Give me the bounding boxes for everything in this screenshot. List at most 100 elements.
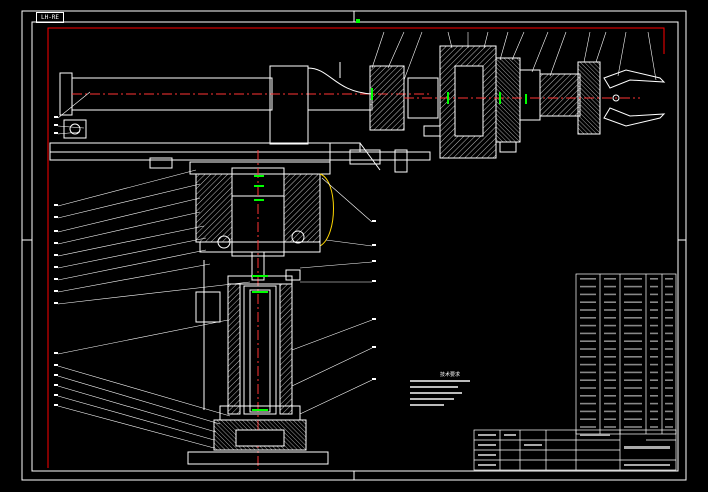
parts-row-text-bar	[650, 356, 658, 358]
parts-row-text-bar	[624, 317, 642, 319]
parts-row-text-bar	[604, 278, 616, 280]
parts-row-text-bar	[650, 332, 658, 335]
leader-lines-left	[57, 91, 251, 449]
parts-row-text-bar	[624, 402, 642, 405]
parts-row-text-bar	[580, 371, 596, 374]
parts-row-text-bar	[665, 418, 673, 420]
parts-row-text-bar	[624, 418, 642, 420]
parts-row-text-bar	[665, 285, 673, 288]
parts-row-text-bar	[665, 426, 673, 428]
parts-row-text-bar	[665, 348, 673, 350]
parts-row-text-bar	[624, 301, 642, 303]
parts-row-text-bar	[580, 387, 596, 389]
parts-row-text-bar	[604, 356, 616, 358]
parts-row-text-bar	[650, 395, 658, 397]
parts-row-text-bar	[580, 395, 596, 397]
parts-row-text-bar	[665, 278, 673, 280]
tech-notes-heading: 技术要求	[440, 371, 460, 378]
parts-row-text-bar	[650, 363, 658, 366]
parts-row-text-bar	[604, 348, 616, 350]
parts-row-text-bar	[650, 301, 658, 303]
parts-row-text-bar	[665, 410, 673, 413]
parts-row-text-bar	[624, 332, 642, 335]
parts-row-text-bar	[665, 293, 673, 296]
parts-row-text-bar	[580, 363, 596, 366]
parts-row-text-bar	[604, 340, 616, 342]
parts-row-text-bar	[650, 317, 658, 319]
leader-lines-top	[371, 31, 657, 81]
leader-lines-right	[291, 177, 373, 415]
parts-row-text-bar	[650, 418, 658, 420]
parts-row-text-bar	[650, 402, 658, 405]
parts-list-rows	[580, 278, 673, 428]
parts-row-text-bar	[650, 293, 658, 296]
parts-row-text-bar	[650, 387, 658, 389]
parts-row-text-bar	[624, 278, 642, 280]
parts-row-text-bar	[624, 363, 642, 366]
parts-row-text-bar	[650, 410, 658, 413]
parts-row-text-bar	[665, 395, 673, 397]
parts-row-text-bar	[604, 332, 616, 335]
parts-row-text-bar	[604, 363, 616, 366]
red-boundary-line	[47, 27, 665, 468]
parts-row-text-bar	[624, 340, 642, 342]
parts-row-text-bar	[580, 418, 596, 420]
parts-row-text-bar	[580, 348, 596, 350]
parts-row-text-bar	[665, 402, 673, 405]
title-block	[473, 429, 677, 471]
parts-row-text-bar	[624, 309, 642, 311]
parts-row-text-bar	[580, 278, 596, 280]
parts-list-table	[575, 273, 677, 435]
parts-row-text-bar	[650, 348, 658, 350]
parts-row-text-bar	[580, 410, 596, 413]
parts-row-text-bar	[624, 356, 642, 358]
parts-row-text-bar	[580, 324, 596, 327]
parts-row-text-bar	[624, 371, 642, 374]
parts-row-text-bar	[580, 356, 596, 358]
vertical-column	[187, 260, 329, 465]
green-reference-marks	[252, 88, 527, 411]
parts-row-text-bar	[624, 387, 642, 389]
parts-row-text-bar	[650, 340, 658, 342]
parts-row-text-bar	[624, 324, 642, 327]
parts-row-text-bar	[665, 363, 673, 366]
parts-row-text-bar	[604, 387, 616, 389]
parts-row-text-bar	[624, 426, 642, 428]
parts-row-text-bar	[604, 309, 616, 311]
parts-row-text-bar	[650, 379, 658, 381]
parts-row-text-bar	[665, 317, 673, 319]
part-number-marks	[54, 116, 376, 406]
parts-row-text-bar	[580, 332, 596, 335]
parts-row-text-bar	[580, 379, 596, 381]
parts-row-text-bar	[624, 285, 642, 288]
parts-row-text-bar	[604, 317, 616, 319]
parts-row-text-bar	[604, 379, 616, 381]
rotary-joint-housing	[189, 150, 334, 470]
parts-row-text-bar	[580, 340, 596, 342]
parts-row-text-bar	[650, 278, 658, 280]
drawing-number-text: LH-RE	[40, 14, 60, 21]
inner-frame	[31, 21, 679, 472]
parts-row-text-bar	[650, 285, 658, 288]
parts-row-text-bar	[580, 309, 596, 311]
parts-row-text-bar	[665, 387, 673, 389]
parts-row-text-bar	[650, 309, 658, 311]
parts-row-text-bar	[604, 285, 616, 288]
parts-row-text-bar	[604, 426, 616, 428]
technical-notes-block	[410, 380, 470, 406]
parts-row-text-bar	[604, 410, 616, 413]
parts-row-text-bar	[650, 371, 658, 374]
parts-row-text-bar	[604, 402, 616, 405]
parts-row-text-bar	[580, 402, 596, 405]
parts-row-text-bar	[665, 332, 673, 335]
parts-row-text-bar	[604, 371, 616, 374]
parts-row-text-bar	[580, 293, 596, 296]
parts-row-text-bar	[665, 356, 673, 358]
parts-row-text-bar	[665, 379, 673, 381]
parts-row-text-bar	[665, 371, 673, 374]
parts-row-text-bar	[604, 395, 616, 397]
parts-row-text-bar	[665, 324, 673, 327]
parts-row-text-bar	[604, 418, 616, 420]
